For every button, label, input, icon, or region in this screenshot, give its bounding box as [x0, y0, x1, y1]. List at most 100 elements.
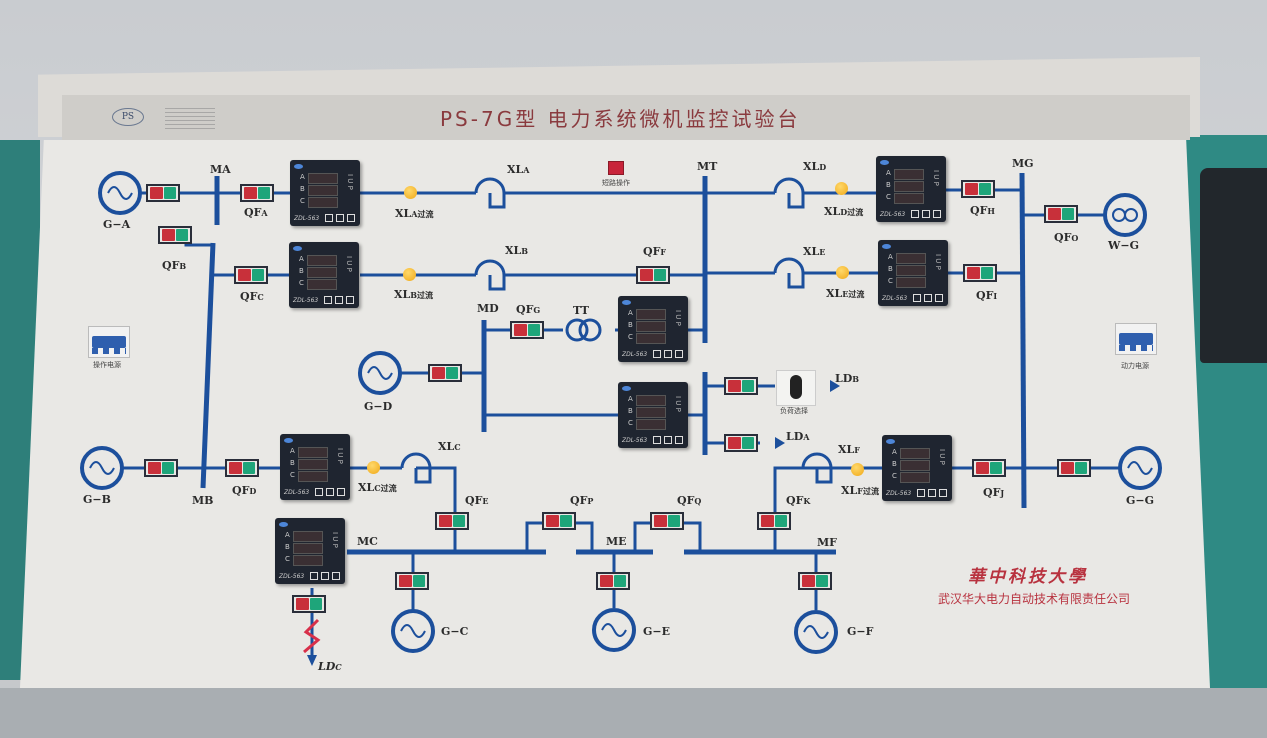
close-button[interactable]	[653, 269, 666, 281]
breaker-lda[interactable]	[724, 434, 758, 452]
open-button[interactable]	[296, 598, 309, 610]
meter-button[interactable]	[664, 350, 672, 358]
open-button[interactable]	[514, 324, 527, 336]
close-button[interactable]	[774, 515, 787, 527]
open-button[interactable]	[546, 515, 559, 527]
breaker-gb[interactable]	[144, 459, 178, 477]
meter-button[interactable]	[347, 214, 355, 222]
breaker-qfp[interactable]	[542, 512, 576, 530]
close-button[interactable]	[741, 437, 754, 449]
open-button[interactable]	[728, 380, 741, 392]
open-button[interactable]	[244, 187, 257, 199]
close-button[interactable]	[257, 187, 270, 199]
meter-button[interactable]	[675, 350, 683, 358]
close-button[interactable]	[815, 575, 828, 587]
motive-power-breaker[interactable]	[1115, 323, 1157, 355]
open-button[interactable]	[802, 575, 815, 587]
open-button[interactable]	[148, 462, 161, 474]
open-button[interactable]	[399, 575, 412, 587]
breaker-qfq[interactable]	[650, 512, 684, 530]
breaker-qfe[interactable]	[435, 512, 469, 530]
close-button[interactable]	[613, 575, 626, 587]
meter-button[interactable]	[321, 572, 329, 580]
meter-button[interactable]	[922, 210, 930, 218]
breaker-qfk[interactable]	[757, 512, 791, 530]
meter-button[interactable]	[933, 210, 941, 218]
close-button[interactable]	[1074, 462, 1087, 474]
meter-button[interactable]	[336, 214, 344, 222]
close-button[interactable]	[452, 515, 465, 527]
open-button[interactable]	[965, 183, 978, 195]
meter-button[interactable]	[935, 294, 943, 302]
open-button[interactable]	[238, 269, 251, 281]
breaker-ge[interactable]	[596, 572, 630, 590]
breaker-qff[interactable]	[636, 266, 670, 284]
open-button[interactable]	[1048, 208, 1061, 220]
open-button[interactable]	[654, 515, 667, 527]
breaker-qfb[interactable]	[158, 226, 192, 244]
open-button[interactable]	[761, 515, 774, 527]
breaker-ga[interactable]	[146, 184, 180, 202]
short-circuit-button[interactable]	[608, 161, 624, 175]
meter-button[interactable]	[911, 210, 919, 218]
meter-button[interactable]	[325, 214, 333, 222]
open-button[interactable]	[150, 187, 163, 199]
open-button[interactable]	[728, 437, 741, 449]
close-button[interactable]	[445, 367, 458, 379]
open-button[interactable]	[1061, 462, 1074, 474]
breaker-qfj[interactable]	[972, 459, 1006, 477]
open-button[interactable]	[229, 462, 242, 474]
meter-button[interactable]	[310, 572, 318, 580]
close-button[interactable]	[559, 515, 572, 527]
breaker-gf[interactable]	[798, 572, 832, 590]
breaker-gd[interactable]	[428, 364, 462, 382]
close-button[interactable]	[251, 269, 264, 281]
open-button[interactable]	[432, 367, 445, 379]
close-button[interactable]	[1061, 208, 1074, 220]
close-button[interactable]	[989, 462, 1002, 474]
open-button[interactable]	[640, 269, 653, 281]
close-button[interactable]	[161, 462, 174, 474]
breaker-gg[interactable]	[1057, 459, 1091, 477]
meter-button[interactable]	[337, 488, 345, 496]
close-button[interactable]	[978, 183, 991, 195]
breaker-qfa[interactable]	[240, 184, 274, 202]
meter-button[interactable]	[917, 489, 925, 497]
close-button[interactable]	[527, 324, 540, 336]
breaker-ldb[interactable]	[724, 377, 758, 395]
open-button[interactable]	[967, 267, 980, 279]
breaker-ldc[interactable]	[292, 595, 326, 613]
breaker-qfc[interactable]	[234, 266, 268, 284]
close-button[interactable]	[309, 598, 322, 610]
breaker-qfg[interactable]	[510, 321, 544, 339]
open-button[interactable]	[976, 462, 989, 474]
open-button[interactable]	[439, 515, 452, 527]
meter-button[interactable]	[653, 350, 661, 358]
breaker-qfd[interactable]	[225, 459, 259, 477]
close-button[interactable]	[412, 575, 425, 587]
close-button[interactable]	[242, 462, 255, 474]
meter-button[interactable]	[332, 572, 340, 580]
meter-button[interactable]	[653, 436, 661, 444]
close-button[interactable]	[667, 515, 680, 527]
meter-button[interactable]	[326, 488, 334, 496]
meter-button[interactable]	[346, 296, 354, 304]
meter-button[interactable]	[939, 489, 947, 497]
close-button[interactable]	[163, 187, 176, 199]
meter-button[interactable]	[913, 294, 921, 302]
control-power-breaker[interactable]	[88, 326, 130, 358]
close-button[interactable]	[175, 229, 188, 241]
meter-button[interactable]	[315, 488, 323, 496]
load-select-switch[interactable]	[776, 370, 816, 406]
meter-button[interactable]	[675, 436, 683, 444]
breaker-qfh[interactable]	[961, 180, 995, 198]
open-button[interactable]	[600, 575, 613, 587]
breaker-qfo[interactable]	[1044, 205, 1078, 223]
meter-button[interactable]	[928, 489, 936, 497]
close-button[interactable]	[980, 267, 993, 279]
breaker-toggle-icon[interactable]	[1119, 333, 1153, 351]
switch-knob-icon[interactable]	[790, 375, 802, 399]
breaker-qfi[interactable]	[963, 264, 997, 282]
open-button[interactable]	[162, 229, 175, 241]
close-button[interactable]	[741, 380, 754, 392]
